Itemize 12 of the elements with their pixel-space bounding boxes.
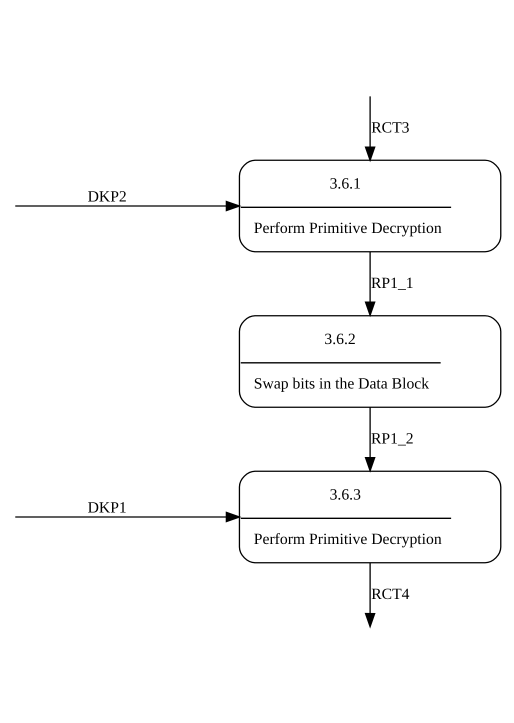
edge-label: RP1_1 [370, 274, 414, 292]
edge-label: RCT3 [370, 119, 409, 136]
arrow [364, 563, 376, 629]
edge-label: RP1_2 [370, 430, 414, 448]
edge-label: DKP2 [87, 188, 126, 206]
edge-label: RCT4 [370, 586, 409, 603]
arrow [14, 200, 241, 212]
edge-label: DKP1 [87, 500, 126, 517]
arrow [364, 96, 376, 162]
arrow [364, 252, 376, 318]
arrow [364, 407, 376, 473]
arrow [14, 512, 241, 522]
